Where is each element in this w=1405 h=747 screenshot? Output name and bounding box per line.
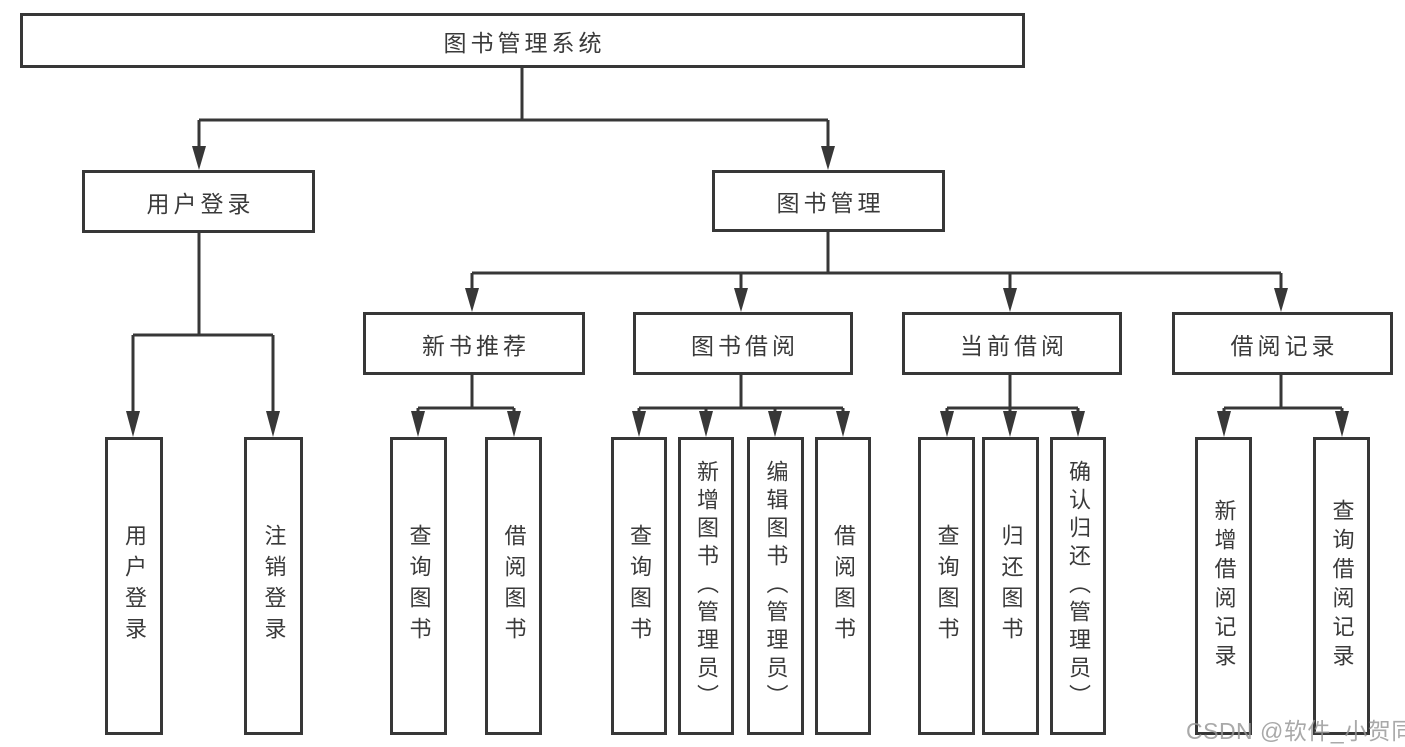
- node-current-borrow-label: 当前借阅: [960, 332, 1068, 359]
- leaf-borrow-book: 借阅图书: [815, 437, 871, 735]
- leaf-edit-book-admin: 编辑图书（管理员）: [747, 437, 804, 735]
- leaf-query-book-recommend: 查询图书: [390, 437, 447, 735]
- leaf-query-borrow-record: 查询借阅记录: [1313, 437, 1370, 735]
- node-book-management: 图书管理: [712, 170, 945, 232]
- node-root: 图书管理系统: [20, 13, 1025, 68]
- node-root-label: 图书管理系统: [443, 29, 606, 56]
- leaf-query-book-current: 查询图书: [918, 437, 975, 735]
- node-user-login-label: 用户登录: [146, 190, 255, 217]
- node-borrow-records: 借阅记录: [1172, 312, 1393, 375]
- node-new-book-recommend-label: 新书推荐: [422, 332, 530, 359]
- leaf-return-book: 归还图书: [982, 437, 1039, 735]
- leaf-add-borrow-record: 新增借阅记录: [1195, 437, 1252, 735]
- node-book-borrow: 图书借阅: [633, 312, 853, 375]
- leaf-user-login: 用户登录: [105, 437, 163, 735]
- node-current-borrow: 当前借阅: [902, 312, 1122, 375]
- leaf-add-book-admin: 新增图书（管理员）: [678, 437, 734, 735]
- leaf-confirm-return-admin: 确认归还（管理员）: [1050, 437, 1106, 735]
- node-book-borrow-label: 图书借阅: [691, 332, 799, 359]
- watermark: CSDN @软件_小贺同学: [1186, 718, 1405, 744]
- leaf-query-book-borrow: 查询图书: [611, 437, 667, 735]
- leaf-logout-login: 注销登录: [244, 437, 303, 735]
- node-user-login: 用户登录: [82, 170, 315, 233]
- node-book-management-label: 图书管理: [776, 190, 885, 216]
- node-new-book-recommend: 新书推荐: [363, 312, 585, 375]
- node-borrow-records-label: 借阅记录: [1230, 332, 1339, 359]
- leaf-borrow-book-recommend: 借阅图书: [485, 437, 542, 735]
